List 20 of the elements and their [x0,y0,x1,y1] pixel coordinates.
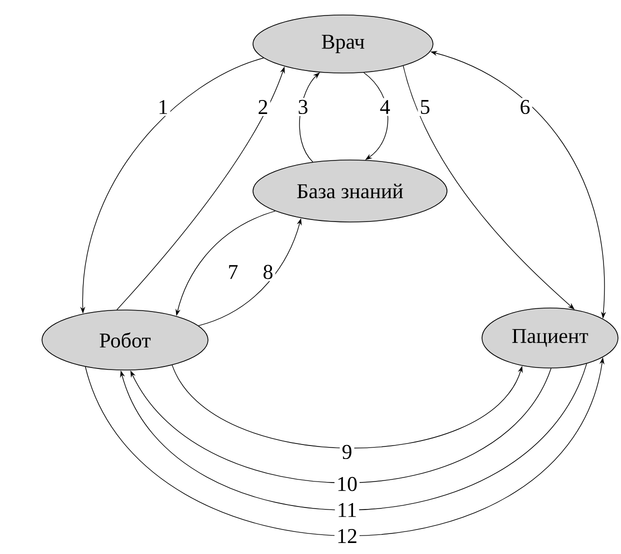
edge-label: 9 [340,442,354,462]
edge-label: 12 [334,527,360,545]
edge-label: 6 [518,98,532,116]
edge-label: 8 [260,262,276,282]
arrow [130,368,552,484]
edge-label: 1 [156,98,170,116]
edge-label: 3 [296,98,310,116]
arrow [363,72,388,160]
arrow [120,363,587,510]
edge-label: 4 [378,98,392,116]
edge-label: 7 [226,263,240,281]
edge-label: 5 [418,98,432,116]
edge-label: 2 [256,98,270,116]
ellipse-node: Робот [42,310,208,370]
ellipse-node: Врач [252,14,434,74]
ellipse-node: Пациент [482,308,618,368]
edge-label: 11 [334,501,360,519]
arrow [172,364,523,448]
edge-label: 10 [334,474,360,494]
ellipse-node: База знаний [252,160,448,222]
